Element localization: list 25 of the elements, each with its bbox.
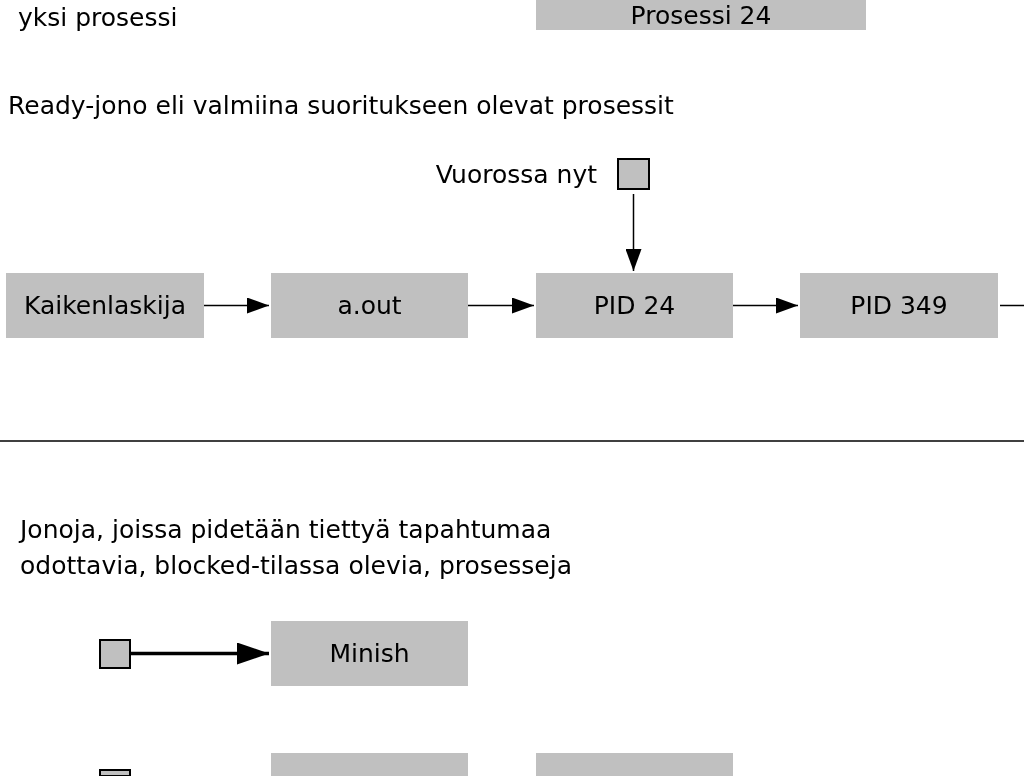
process-box	[536, 0, 866, 30]
heading-text: yksi prosessi	[18, 2, 179, 34]
node-label: PID 349	[850, 293, 948, 318]
small-square	[99, 769, 131, 776]
small-square	[99, 639, 131, 669]
node-label: a.out	[337, 293, 402, 318]
heading-text: Jonoja, joissa pidetään tiettyä tapahtumaa odottavia, blocked-tilassa olevia, prosesseja	[20, 514, 573, 582]
process-box	[536, 273, 733, 338]
process-box	[271, 273, 468, 338]
node-label: Minish	[329, 641, 410, 666]
arrow	[467, 297, 535, 314]
arrow	[625, 193, 642, 272]
process-box	[6, 273, 204, 338]
heading-text: Ready-jono eli valmiina suoritukseen olevat prosessit	[8, 90, 675, 122]
process-box	[800, 273, 998, 338]
arrow	[203, 297, 270, 314]
node-caption: Vuorossa nyt	[435, 161, 597, 187]
process-box	[536, 753, 733, 776]
node-label: Prosessi 24	[630, 2, 772, 28]
node-label: Kaikenlaskija	[24, 293, 186, 318]
arrow	[131, 642, 269, 665]
process-box	[271, 621, 468, 686]
process-box	[271, 753, 468, 776]
arrow	[732, 297, 799, 314]
node-label: PID 24	[593, 293, 676, 318]
